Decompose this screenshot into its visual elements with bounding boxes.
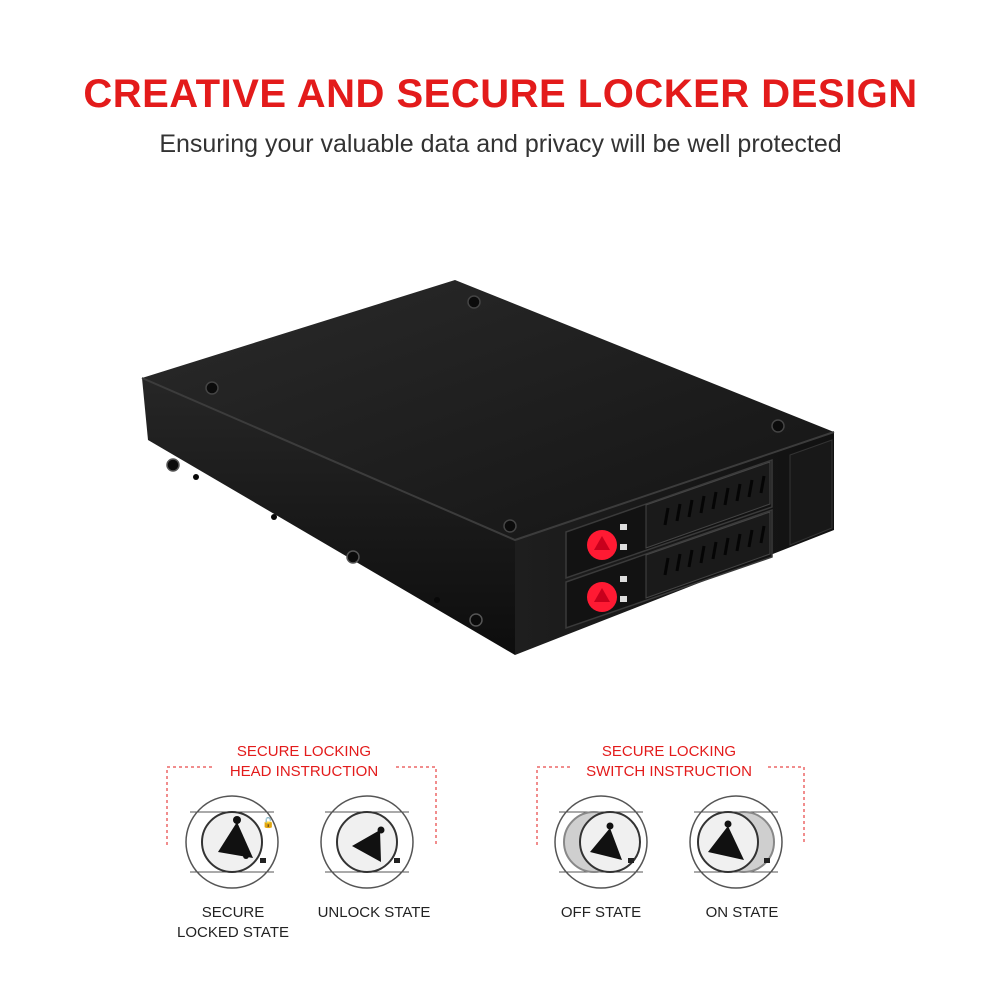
screw-icon [503,519,517,533]
head-instruction-bracket [166,766,217,845]
secure-locked-state-label: SECURE LOCKED STATE [177,904,289,941]
screw-icon [166,458,180,472]
unlock-state-label: UNLOCK STATE [317,904,431,921]
enclosure-side [142,378,515,655]
screw-icon [469,613,483,627]
head-instruction-title: SECURE LOCKING HEAD INSTRUCTION [213,742,395,782]
subheadline: Ensuring your valuable data and privacy … [159,130,842,158]
screw-icon [771,419,785,433]
triangle-switch-off-icon [554,795,648,889]
switch-instruction-bracket [536,766,577,845]
on-state-label: ON STATE [705,904,779,921]
screw-icon [467,295,481,309]
triangle-lock-head-locked-icon: 🔓 [185,795,279,889]
enclosure-top [142,280,834,540]
screw-icon [346,550,360,564]
switch-instruction-title: SECURE LOCKING SWITCH INSTRUCTION [573,742,765,782]
off-state-label: OFF STATE [560,904,642,921]
svg-text:🔓: 🔓 [262,816,274,829]
headline: CREATIVE AND SECURE LOCKER DESIGN [83,72,918,116]
screw-icon [205,381,219,395]
triangle-lock-head-unlocked-icon [320,795,414,889]
triangle-switch-on-icon [689,795,783,889]
